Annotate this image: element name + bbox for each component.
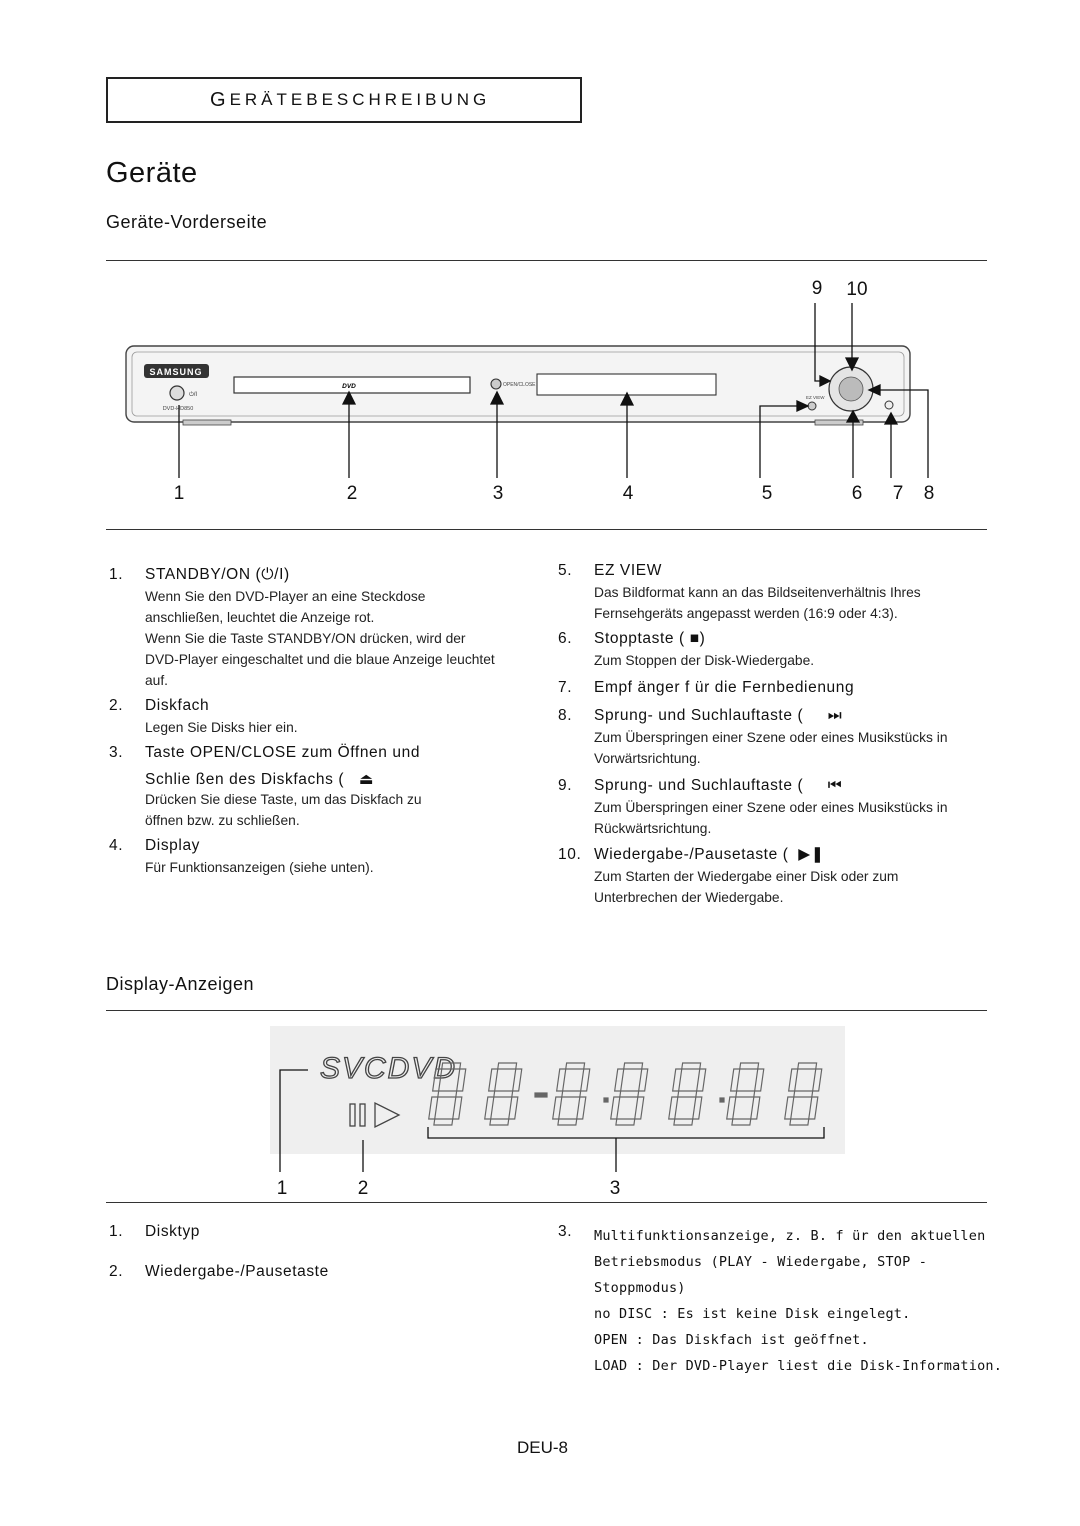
segment-separator	[719, 1097, 725, 1103]
display-panel	[270, 1026, 845, 1154]
display-callout-2: 2	[358, 1178, 369, 1199]
callout-4: 4	[623, 483, 634, 504]
front-heading: Geräte-Vorderseite	[106, 212, 268, 232]
display-heading: Display-Anzeigen	[106, 974, 255, 994]
display-callout-3: 3	[610, 1178, 621, 1199]
model-label: DVD-HD850	[163, 406, 194, 412]
dvd-logo: DVD	[342, 383, 356, 390]
callout-3: 3	[493, 483, 504, 504]
item-5-body: Das Bildformat kann an das Bildseitenver…	[594, 585, 921, 621]
item-8-body: Zum Überspringen einer Szene oder eines …	[594, 730, 948, 766]
samsung-logo	[144, 364, 209, 378]
standby-button	[169, 385, 185, 401]
rule-display	[106, 1010, 987, 1011]
item-4-head: 4.Display	[109, 837, 201, 854]
front-items-left: 1.STANDBY/ON (⏻/I) Wenn Sie den DVD-Play…	[109, 566, 549, 878]
callout-9: 9	[812, 278, 823, 299]
display-item-2: 2.Wiedergabe-/Pausetaste	[109, 1263, 329, 1280]
item-2-body: Legen Sie Disks hier ein.	[145, 720, 298, 735]
front-panel-diagram: SAMSUNG ⏻/I DVD-HD850 DVD OPEN/CLOSE EZ …	[125, 278, 935, 504]
display-item-1: 1.Disktyp	[109, 1223, 201, 1240]
item-10-body: Zum Starten der Wiedergabe einer Disk od…	[594, 869, 899, 905]
callout-5: 5	[762, 483, 773, 504]
player-body	[125, 345, 911, 423]
segment-digit	[784, 1062, 823, 1126]
pause-icon	[349, 1103, 356, 1127]
item-2-head: 2.Diskfach	[109, 697, 210, 714]
segment-digit	[552, 1062, 591, 1126]
display-diagram: SVCDVD 1 2 3	[270, 1026, 845, 1199]
segment-digits	[428, 1062, 823, 1126]
item-7-head: 7.Empf änger f ür die Fernbedienung	[558, 679, 855, 696]
section-initial: G	[210, 88, 230, 111]
display-callout-1: 1	[277, 1178, 288, 1199]
item-3-head-line2: Schlie ßen des Diskfachs ( ⏏	[145, 771, 375, 788]
item-6-body: Zum Stoppen der Disk-Wiedergabe.	[594, 653, 815, 668]
item-8-head: 8.Sprung- und Suchlauftaste ( ⏭	[558, 707, 843, 724]
segment-separator	[534, 1092, 548, 1098]
page-title: Geräte	[106, 157, 198, 189]
callout-2: 2	[347, 483, 358, 504]
section-title: ERÄTEBESCHREIBUNG	[229, 90, 491, 109]
display-window	[536, 373, 717, 396]
rule-top	[106, 260, 987, 261]
rule-bottom	[106, 1202, 987, 1203]
svg-text:⏻/I: ⏻/I	[189, 391, 197, 398]
callout-6: 6	[852, 483, 863, 504]
callout-8: 8	[924, 483, 935, 504]
item-10-head: 10.Wiedergabe-/Pausetaste ( ▶❚	[558, 846, 825, 863]
play-icon	[374, 1101, 401, 1129]
callout-10: 10	[846, 279, 867, 300]
item-6-head: 6.Stopptaste ( ■)	[558, 630, 706, 647]
disc-tray	[233, 376, 471, 394]
item-1-body: Wenn Sie den DVD-Player an eine Steckdos…	[145, 589, 495, 688]
display-item-3: 3. Multifunktionsanzeige, z. B. f ür den…	[558, 1223, 1003, 1374]
callout-7: 7	[893, 483, 904, 504]
rule-mid	[106, 529, 987, 530]
item-4-body: Für Funktionsanzeigen (siehe unten).	[145, 860, 374, 875]
item-9-body: Zum Überspringen einer Szene oder eines …	[594, 800, 948, 836]
segment-digit	[726, 1062, 765, 1126]
item-1-head: 1.STANDBY/ON (⏻/I)	[109, 566, 290, 583]
open-close-label: OPEN/CLOSE	[503, 382, 536, 388]
item-9-head: 9.Sprung- und Suchlauftaste ( ⏮	[558, 777, 843, 794]
page-number: DEU-8	[517, 1438, 569, 1457]
display-items-left: 1.Disktyp 2.Wiedergabe-/Pausetaste	[109, 1223, 329, 1281]
segment-digit	[428, 1062, 467, 1126]
front-items-right: 5.EZ VIEW Das Bildformat kann an das Bil…	[558, 562, 988, 908]
callout-1: 1	[174, 483, 185, 504]
item-3-body: Drücken Sie diese Taste, um das Diskfach…	[145, 792, 422, 828]
ez-view-label: EZ VIEW	[806, 395, 825, 400]
segment-digit	[610, 1062, 649, 1126]
brand-label: SAMSUNG	[149, 367, 202, 377]
item-3-head: 3.Taste OPEN/CLOSE zum Öffnen und	[109, 744, 421, 761]
item-5-head: 5.EZ VIEW	[558, 562, 662, 579]
segment-digit	[484, 1062, 523, 1126]
segment-digit	[668, 1062, 707, 1126]
open-close-button	[490, 378, 502, 390]
disc-type-indicator: SVCDVD	[320, 1052, 457, 1085]
segment-separator	[603, 1097, 609, 1103]
